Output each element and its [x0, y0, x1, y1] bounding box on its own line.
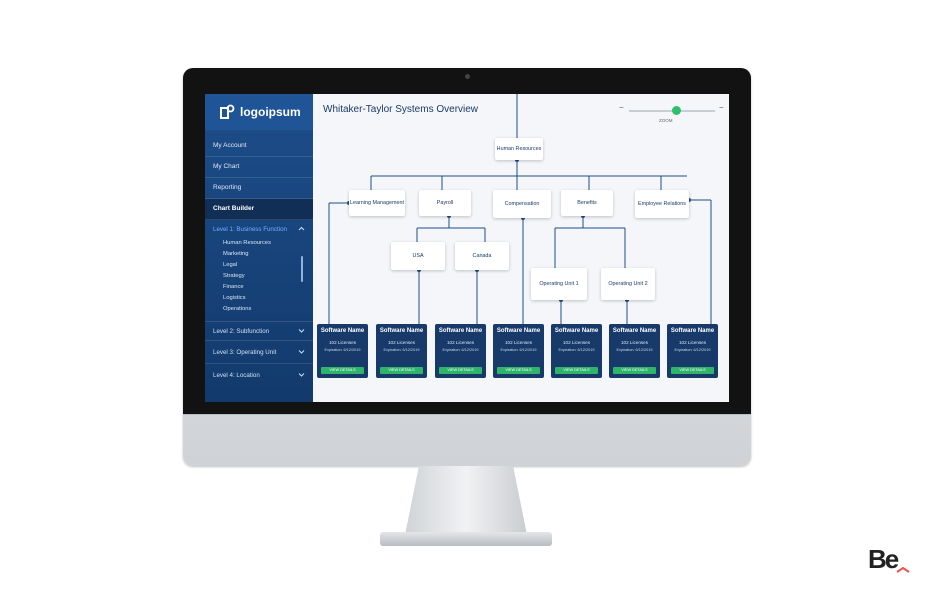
level-2-label: Level 2: Subfunction [213, 327, 270, 335]
node-usa[interactable]: USA [391, 242, 445, 270]
expiration-date: Expiration: 6/12/2019 [383, 348, 420, 352]
software-name: Software Name [670, 328, 715, 334]
logo-text: logoipsum [240, 105, 301, 119]
license-count: 102 Licenses [678, 340, 707, 345]
chevron-up-icon [298, 226, 305, 233]
level-4-header[interactable]: Level 4: Location [205, 363, 313, 386]
nav-chart-builder[interactable]: Chart Builder [205, 199, 313, 220]
zoom-out-button[interactable]: − [619, 103, 624, 112]
license-count: 102 Licenses [620, 340, 649, 345]
view-details-button[interactable]: VIEW DETAILS [613, 367, 656, 374]
node-canada[interactable]: Canada [455, 242, 509, 270]
org-connectors [328, 94, 712, 324]
view-details-button[interactable]: VIEW DETAILS [497, 367, 540, 374]
behance-logo: Be [868, 544, 900, 575]
software-name: Software Name [320, 328, 365, 334]
monitor-base [380, 532, 552, 546]
software-name: Software Name [554, 328, 599, 334]
behance-e: e [884, 544, 900, 574]
sub-item-operations[interactable]: Operations [223, 306, 252, 312]
sub-item-marketing[interactable]: Marketing [223, 251, 249, 257]
node-learning-management[interactable]: Learning Management [349, 190, 405, 216]
logo[interactable]: logoipsum [205, 94, 313, 130]
software-name: Software Name [438, 328, 483, 334]
chart-canvas: Whitaker-Taylor Systems Overview − − ZOO… [313, 94, 729, 402]
level-3-header[interactable]: Level 3: Operating Unit [205, 340, 313, 363]
sub-item-logistics[interactable]: Logistics [223, 295, 246, 301]
license-count: 102 Licenses [446, 340, 475, 345]
screen: logoipsum My Account My Chart Reporting … [205, 94, 729, 402]
chevron-down-icon [298, 349, 305, 356]
node-compensation[interactable]: Compensation [493, 190, 551, 218]
nav-my-chart[interactable]: My Chart [205, 157, 313, 178]
scrollbar[interactable] [301, 256, 303, 282]
page-title: Whitaker-Taylor Systems Overview [323, 104, 479, 115]
expiration-date: Expiration: 6/12/2019 [616, 348, 653, 352]
sidebar: logoipsum My Account My Chart Reporting … [205, 94, 313, 402]
node-operating-unit-2[interactable]: Operating Unit 2 [601, 268, 655, 300]
node-human-resources[interactable]: Human Resources [495, 138, 543, 160]
node-operating-unit-1[interactable]: Operating Unit 1 [531, 268, 587, 300]
sub-item-finance[interactable]: Finance [223, 284, 244, 290]
monitor-stand [404, 466, 528, 540]
sub-item-legal[interactable]: Legal [223, 262, 238, 268]
chevron-up-icon [896, 567, 910, 573]
expiration-date: Expiration: 6/12/2019 [442, 348, 479, 352]
license-count: 102 Licenses [562, 340, 591, 345]
monitor-chin [183, 414, 751, 415]
zoom-slider-handle[interactable] [671, 106, 681, 115]
license-count: 102 Licenses [328, 340, 357, 345]
zoom-control[interactable]: − − ZOOM [619, 103, 725, 124]
nav-reporting[interactable]: Reporting [205, 178, 313, 199]
chevron-down-icon [298, 328, 305, 335]
expiration-date: Expiration: 6/12/2019 [500, 348, 537, 352]
zoom-in-button[interactable]: − [719, 103, 724, 112]
logo-icon [219, 104, 235, 120]
view-details-button[interactable]: VIEW DETAILS [321, 367, 364, 374]
license-count: 102 Licenses [387, 340, 416, 345]
software-name: Software Name [612, 328, 657, 334]
level-2-header[interactable]: Level 2: Subfunction [205, 321, 313, 340]
monitor-bezel: logoipsum My Account My Chart Reporting … [183, 68, 751, 414]
level-4-label: Level 4: Location [213, 371, 260, 379]
level-1-list: Human Resources Marketing Legal Strategy… [205, 238, 313, 317]
level-3-label: Level 3: Operating Unit [213, 348, 277, 356]
level-1-header[interactable]: Level 1: Business Function [205, 220, 313, 238]
view-details-button[interactable]: VIEW DETAILS [380, 367, 423, 374]
node-payroll[interactable]: Payroll [419, 190, 471, 216]
software-name: Software Name [379, 328, 424, 334]
camera-icon [465, 74, 470, 79]
sub-item-strategy[interactable]: Strategy [223, 273, 245, 279]
sub-item-human-resources[interactable]: Human Resources [223, 240, 272, 246]
expiration-date: Expiration: 6/12/2019 [324, 348, 361, 352]
view-details-button[interactable]: VIEW DETAILS [555, 367, 598, 374]
chevron-down-icon [298, 372, 305, 379]
expiration-date: Expiration: 6/12/2019 [674, 348, 711, 352]
view-details-button[interactable]: VIEW DETAILS [671, 367, 714, 374]
expiration-date: Expiration: 6/12/2019 [558, 348, 595, 352]
level-1-label: Level 1: Business Function [213, 225, 287, 233]
software-name: Software Name [496, 328, 541, 334]
nav-my-account[interactable]: My Account [205, 136, 313, 157]
monitor-frame: logoipsum My Account My Chart Reporting … [183, 68, 751, 466]
license-count: 102 Licenses [504, 340, 533, 345]
behance-b: B [868, 544, 887, 574]
view-details-button[interactable]: VIEW DETAILS [439, 367, 482, 374]
node-benefits[interactable]: Benefits [561, 190, 613, 216]
node-employee-relations[interactable]: Employee Relations [635, 190, 689, 218]
zoom-label: ZOOM [659, 118, 673, 123]
